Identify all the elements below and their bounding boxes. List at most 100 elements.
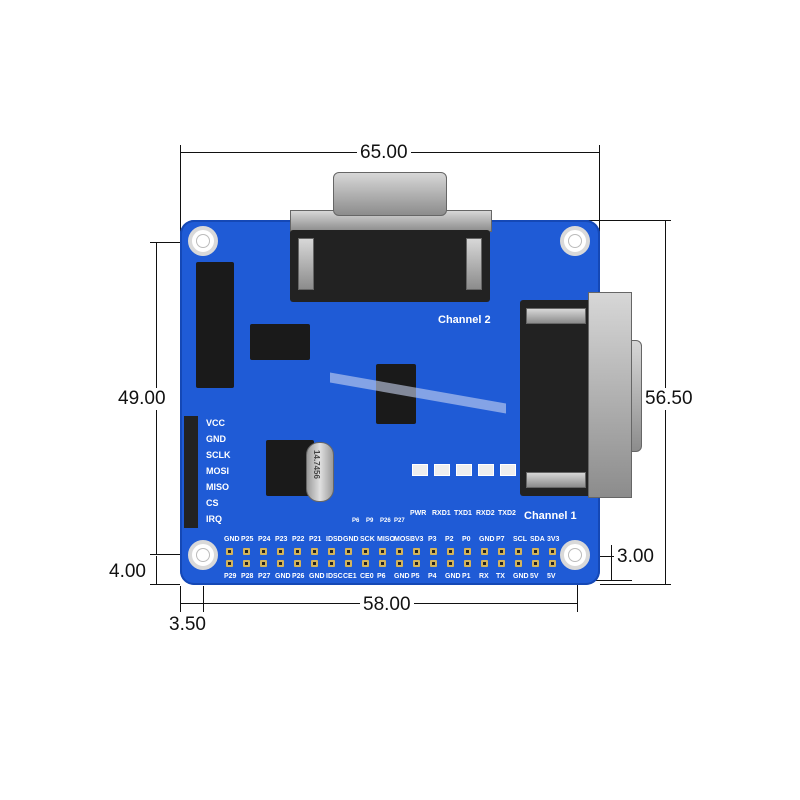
left-dimension-tick-bottom bbox=[150, 554, 200, 555]
left-bottom-tick bbox=[150, 584, 180, 585]
small-label-p27: P27 bbox=[394, 518, 405, 524]
led-label-rxd2: RXD2 bbox=[476, 510, 495, 517]
gpio-pin bbox=[362, 560, 369, 567]
led-label-txd1: TXD1 bbox=[454, 510, 472, 517]
gpio-bottom-label: P5 bbox=[411, 573, 420, 580]
gpio-pin bbox=[532, 548, 539, 555]
led-rxd1 bbox=[434, 464, 450, 476]
crystal-label: 14.7456 bbox=[311, 450, 321, 479]
small-label-p9: P9 bbox=[366, 518, 374, 524]
gpio-pin bbox=[396, 548, 403, 555]
gpio-pin bbox=[345, 560, 352, 567]
gpio-pin bbox=[243, 548, 250, 555]
dimension-right-height: 56.50 bbox=[642, 388, 696, 410]
gpio-top-label: SCL bbox=[513, 536, 527, 543]
left-label-gnd: GND bbox=[206, 434, 226, 444]
dimension-corner-offset: 3.00 bbox=[614, 546, 657, 568]
dimension-left-margin: 3.50 bbox=[166, 614, 209, 636]
left-black-connector bbox=[196, 262, 234, 388]
channel-1-label: Channel 1 bbox=[524, 510, 577, 522]
gpio-bottom-label: P6 bbox=[377, 573, 386, 580]
bottom-dimension-tick-right bbox=[577, 576, 578, 612]
gpio-pin bbox=[277, 560, 284, 567]
led-txd1 bbox=[456, 464, 472, 476]
mount-hole-bottom-left bbox=[188, 540, 218, 570]
channel-2-label: Channel 2 bbox=[438, 314, 491, 326]
left-label-cs: CS bbox=[206, 498, 219, 508]
gpio-bottom-label: GND bbox=[445, 573, 461, 580]
left-margin-tick-left bbox=[180, 586, 181, 612]
ic-top-left bbox=[250, 324, 310, 360]
right-dimension-tick-top bbox=[575, 220, 671, 221]
gpio-pin bbox=[430, 548, 437, 555]
gpio-pin bbox=[294, 548, 301, 555]
gpio-pin bbox=[260, 548, 267, 555]
gpio-pin bbox=[481, 560, 488, 567]
gpio-bottom-label: 5V bbox=[547, 573, 556, 580]
gpio-pin bbox=[498, 560, 505, 567]
gpio-pin bbox=[464, 548, 471, 555]
gpio-bottom-label: P4 bbox=[428, 573, 437, 580]
left-label-irq: IRQ bbox=[206, 514, 223, 524]
gpio-pin bbox=[379, 560, 386, 567]
led-label-txd2: TXD2 bbox=[498, 510, 516, 517]
gpio-top-label: P24 bbox=[258, 536, 271, 543]
gpio-bottom-label: P1 bbox=[462, 573, 471, 580]
gpio-pin-rows bbox=[224, 546, 564, 572]
gpio-pin bbox=[396, 560, 403, 567]
top-dimension-tick-right bbox=[599, 145, 600, 245]
dimension-top-width: 65.00 bbox=[357, 142, 411, 164]
gpio-top-label: P3 bbox=[428, 536, 437, 543]
led-label-pwr: PWR bbox=[410, 510, 427, 517]
left-bottom-dimension-line bbox=[156, 556, 157, 584]
gpio-bottom-label: GND bbox=[513, 573, 529, 580]
gpio-pin bbox=[362, 548, 369, 555]
db9-connector-right-shell bbox=[588, 292, 632, 498]
mount-hole-bottom-right bbox=[560, 540, 590, 570]
gpio-top-label: MISO bbox=[377, 536, 395, 543]
db9-connector-right-screw-top bbox=[526, 308, 586, 324]
gpio-pin bbox=[226, 548, 233, 555]
dimension-bottom-offset: 4.00 bbox=[106, 561, 149, 583]
gpio-top-label: GND bbox=[224, 536, 240, 543]
gpio-bottom-label: IDSC bbox=[326, 573, 343, 580]
top-dimension-tick-left bbox=[180, 145, 181, 245]
gpio-top-label: IDSD bbox=[326, 536, 343, 543]
gpio-pin bbox=[260, 560, 267, 567]
gpio-bottom-label: P28 bbox=[241, 573, 254, 580]
gpio-top-label: P0 bbox=[462, 536, 471, 543]
pcb-board: 14.7456 PWR RXD1 TXD1 RXD2 TXD2 P6 P9 P2… bbox=[180, 172, 642, 585]
gpio-pin bbox=[549, 560, 556, 567]
gpio-bottom-label: P27 bbox=[258, 573, 271, 580]
gpio-pin bbox=[515, 560, 522, 567]
gpio-bottom-label: CE0 bbox=[360, 573, 374, 580]
mount-hole-top-right bbox=[560, 226, 590, 256]
gpio-top-label: 3V3 bbox=[547, 536, 560, 543]
gpio-bottom-label: GND bbox=[394, 573, 410, 580]
gpio-bottom-label: P26 bbox=[292, 573, 305, 580]
gpio-pin bbox=[311, 560, 318, 567]
gpio-pin bbox=[413, 560, 420, 567]
db9-connector-top-plug bbox=[333, 172, 447, 216]
db9-connector-top-body bbox=[290, 230, 490, 302]
gpio-pin bbox=[413, 548, 420, 555]
led-rxd2 bbox=[478, 464, 494, 476]
gpio-bottom-label: TX bbox=[496, 573, 505, 580]
left-pin-header bbox=[184, 416, 198, 528]
gpio-pin bbox=[328, 560, 335, 567]
gpio-pin bbox=[481, 548, 488, 555]
gpio-pin bbox=[498, 548, 505, 555]
gpio-pin bbox=[549, 548, 556, 555]
left-label-sclk: SCLK bbox=[206, 450, 231, 460]
left-margin-line bbox=[180, 603, 204, 604]
corner-dimension-tick-bottom bbox=[578, 580, 632, 581]
gpio-top-label: SCK bbox=[360, 536, 375, 543]
small-label-p26: P26 bbox=[380, 518, 391, 524]
gpio-top-label: P25 bbox=[241, 536, 254, 543]
gpio-pin bbox=[379, 548, 386, 555]
db9-connector-right-screw-bottom bbox=[526, 472, 586, 488]
isolation-band bbox=[330, 372, 506, 414]
gpio-top-label: MOSI bbox=[394, 536, 412, 543]
